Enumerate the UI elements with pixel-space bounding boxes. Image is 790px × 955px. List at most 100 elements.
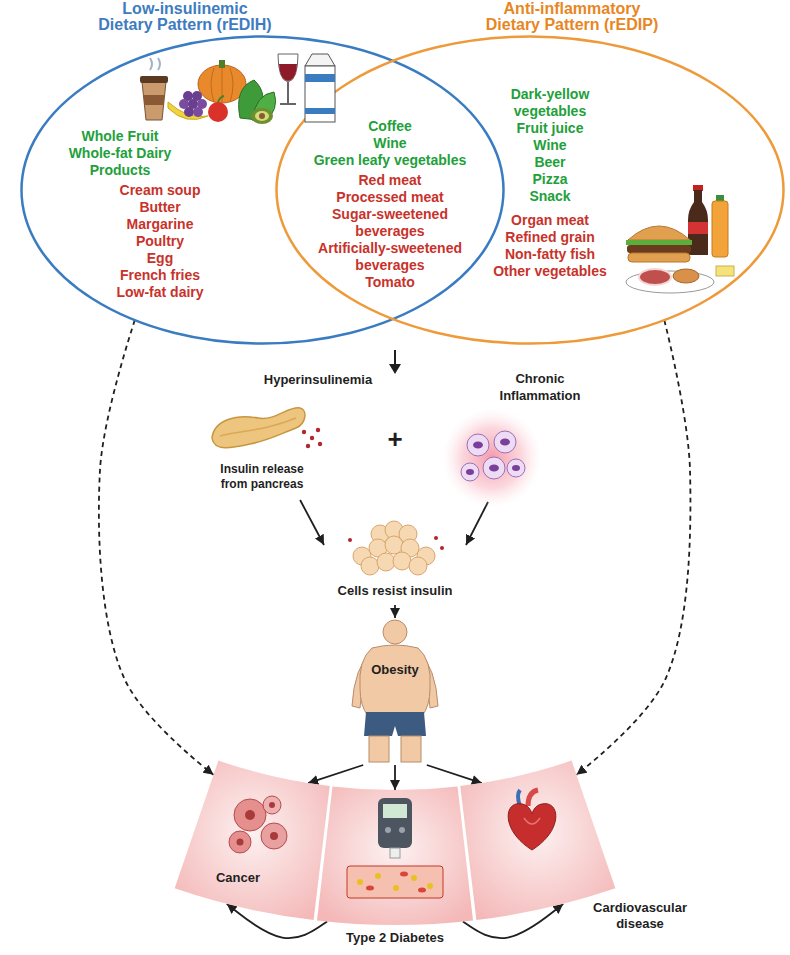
pattern-title: Low-insulinemic Dietary Pattern (rEDIH) (95, 1, 275, 33)
cell-cluster-illustration (409, 557, 427, 575)
harmful-food: Organ meat (475, 212, 625, 229)
food-illustration-left (255, 111, 269, 121)
cancer-cells-icon (229, 796, 287, 853)
food-illustration-left (184, 107, 194, 117)
protective-food: Pizza (490, 171, 610, 188)
venn-arrow (394, 350, 396, 366)
food-illustration-right (716, 195, 724, 201)
text-column: Anti-inflammatory Dietary Pattern (rEDIP… (482, 1, 662, 33)
inflammation-illustration (489, 465, 499, 472)
harmful-food: Egg (95, 250, 225, 267)
obesity-figure (401, 736, 421, 762)
pattern-outline (277, 37, 784, 344)
glucometer-icon (393, 885, 399, 891)
glucometer-icon (347, 798, 443, 898)
food-illustration-right (639, 269, 671, 285)
dashed-arrow (576, 320, 690, 775)
glucometer-icon (400, 872, 408, 877)
sector-outline (174, 760, 330, 921)
glucometer-icon (411, 875, 417, 881)
food-illustration-left (305, 66, 335, 122)
harmful-food: Poultry (95, 233, 225, 250)
outcome-sector: Cancer (174, 760, 330, 921)
cancer-cells-icon (229, 831, 251, 853)
harmful-food: Red meat (304, 172, 476, 189)
text-column: Type 2 Diabetes (315, 930, 475, 946)
food-illustration-left (218, 96, 224, 102)
pancreas-illustration (316, 428, 320, 432)
food-illustration-right (673, 269, 699, 283)
arrow-connector (466, 502, 488, 545)
heart-icon (508, 804, 556, 850)
text-column: Organ meatRefined grainNon-fatty fishOth… (475, 212, 625, 280)
food-illustration-left (280, 103, 296, 105)
food-illustration-left (251, 108, 273, 124)
text-column: Red meatProcessed meatSugar-sweetened be… (304, 172, 476, 291)
venn-arrow (389, 350, 401, 374)
food-illustration-left (150, 58, 160, 70)
harmful-food: Tomato (304, 274, 476, 291)
cell-cluster-illustration (348, 538, 352, 542)
protective-food: Green leafy vegetables (290, 152, 490, 169)
cancer-cells-icon (234, 799, 266, 831)
text-column: CoffeeWineGreen leafy vegetables (290, 118, 490, 169)
food-illustration-right (628, 253, 690, 262)
arrow-connector (427, 765, 482, 783)
protective-food: Wine (290, 135, 490, 152)
glucometer-icon (357, 879, 363, 885)
cancer-cells-icon (263, 796, 281, 814)
harmful-food: Butter (95, 199, 225, 216)
inflammation-illustration (442, 408, 542, 508)
inflammation-illustration (461, 463, 479, 481)
food-illustration-right (628, 226, 690, 240)
inflammation-illustration (507, 459, 525, 477)
harmful-food: Sugar-sweetened beverages (304, 206, 476, 240)
food-illustration-right (716, 266, 734, 276)
venn-arrow (389, 364, 401, 374)
pancreas-illustration (310, 436, 314, 440)
pancreas-illustration (212, 408, 305, 448)
pancreas-illustration (318, 442, 322, 446)
harmful-food: Processed meat (304, 189, 476, 206)
harmful-food: French fries (95, 267, 225, 284)
arrow-connector (394, 605, 396, 618)
plus-sign: + (380, 424, 410, 454)
protective-food: Whole-fat Dairy Products (55, 145, 185, 179)
cell-cluster-illustration (393, 552, 411, 570)
cancer-cells-icon (270, 832, 278, 840)
text-column: Insulin release from pancreas (215, 462, 310, 492)
food-illustration-left (278, 54, 298, 82)
text-column: Cancer (198, 870, 278, 886)
text-column: Chronic Inflammation (490, 370, 590, 404)
inflammation-illustration (483, 457, 505, 479)
food-illustration-right (626, 185, 734, 293)
cell-cluster-illustration (440, 546, 444, 550)
sector-outline (317, 786, 473, 925)
food-illustration-right (627, 245, 691, 253)
obesity-figure (383, 620, 407, 644)
glucometer-icon (399, 827, 405, 833)
inflammation-illustration (512, 465, 520, 471)
stage-label: Hyperinsulinemia (258, 372, 378, 388)
stage-caption: Insulin release from pancreas (215, 462, 310, 492)
glucometer-icon (418, 888, 426, 893)
sector-outline (175, 761, 330, 921)
stage-label: Cells resist insulin (328, 583, 462, 599)
food-illustration-left (211, 66, 233, 102)
glucometer-icon (375, 873, 381, 879)
inflammation-illustration (467, 434, 489, 456)
heart-icon (528, 790, 538, 806)
harmful-food: Non-fatty fish (475, 246, 625, 263)
food-illustration-right (626, 240, 692, 245)
protective-food: Coffee (290, 118, 490, 135)
food-illustration-left (305, 74, 335, 82)
cell-cluster-illustration (434, 536, 438, 540)
harmful-food: Low-fat dairy (95, 284, 225, 301)
food-illustration-left (193, 107, 203, 117)
food-illustration-left (219, 60, 225, 68)
pancreas-illustration (302, 430, 306, 434)
text-column: Cardiovascular disease (585, 900, 695, 932)
inflammation-illustration (473, 442, 483, 449)
glucometer-icon (347, 866, 443, 898)
stage-label: Chronic Inflammation (490, 370, 590, 404)
